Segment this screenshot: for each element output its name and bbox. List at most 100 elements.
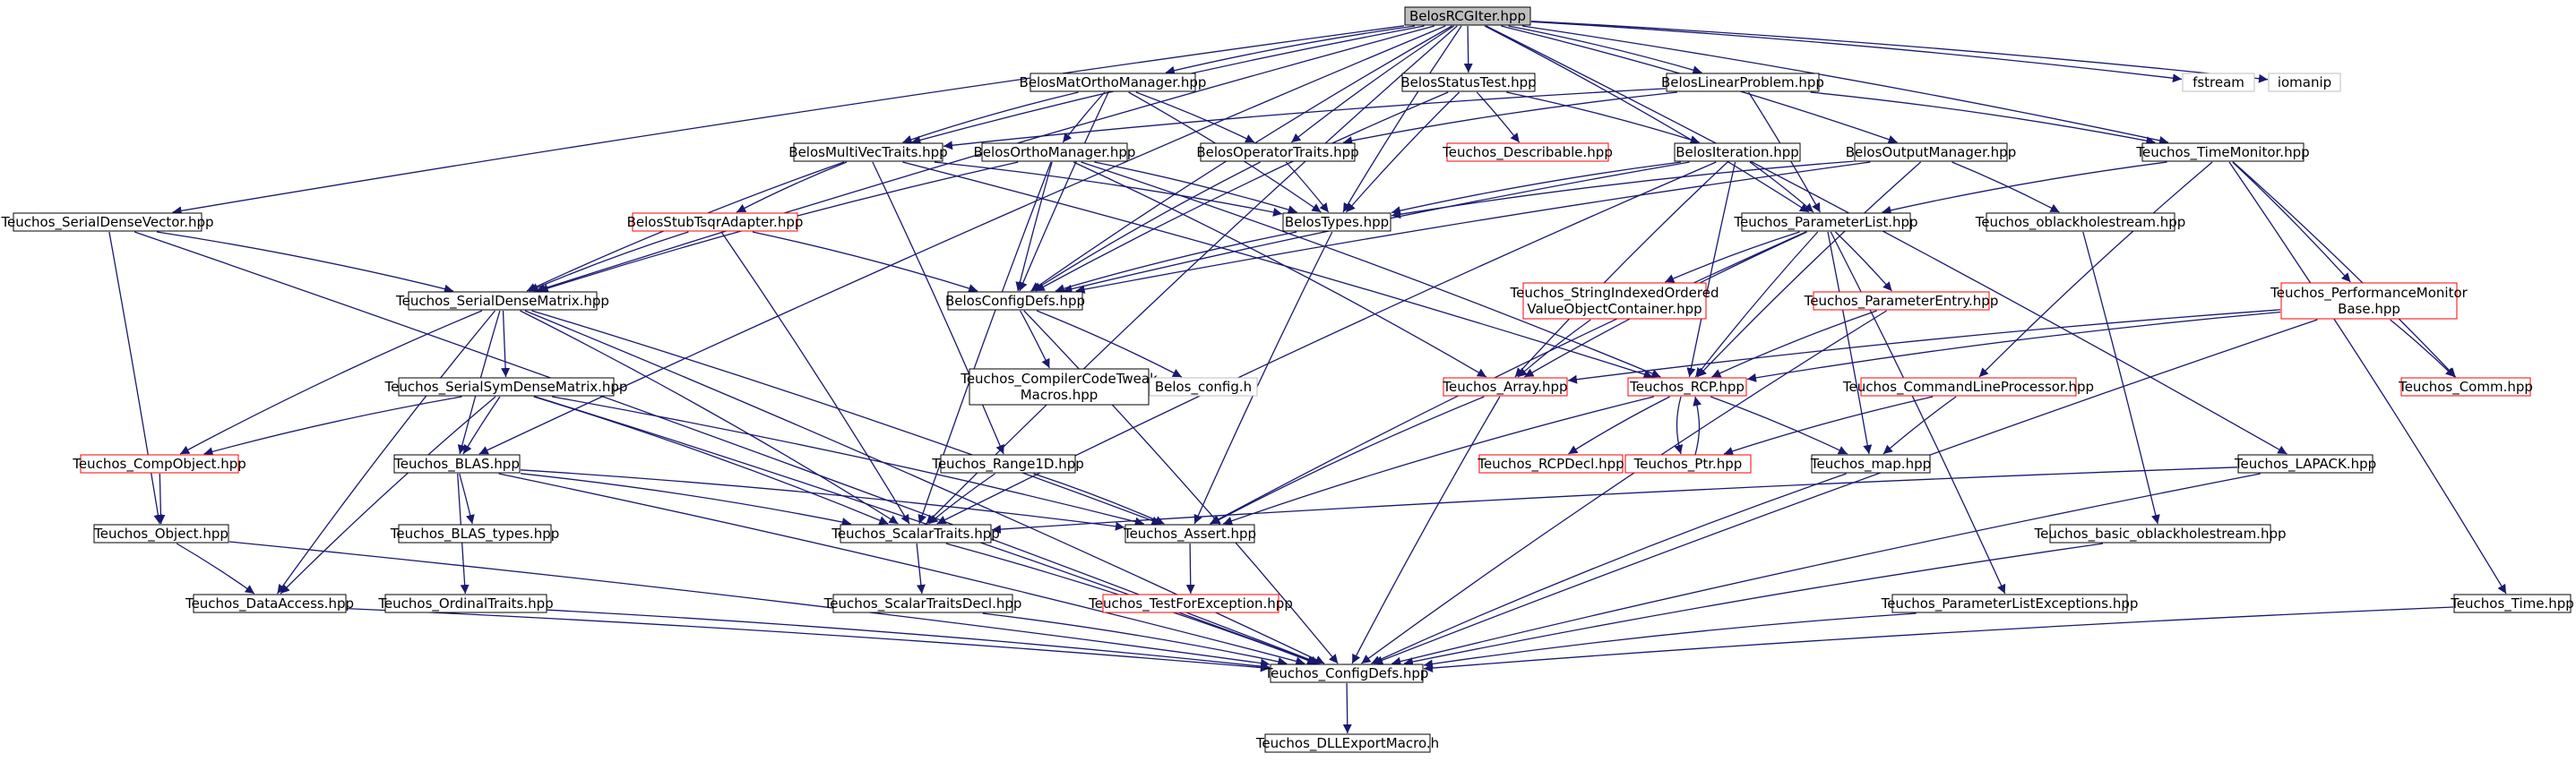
node-Teuchos_ParameterEntry[interactable]: Teuchos_ParameterEntry.hpp	[1804, 291, 1999, 311]
edge-Teuchos_ParameterList-to-Teuchos_map	[1827, 231, 1873, 455]
node-box	[398, 524, 552, 544]
node-Teuchos_TimeMonitor[interactable]: Teuchos_TimeMonitor.hpp	[2135, 142, 2310, 162]
node-Teuchos_SerialSymDenseMatrix[interactable]: Teuchos_SerialSymDenseMatrix.hpp	[384, 377, 628, 397]
edge-Teuchos_Range1D-to-Teuchos_Assert	[1033, 473, 1165, 525]
node-Teuchos_RCP[interactable]: Teuchos_RCP.hpp	[1627, 377, 1747, 397]
edge-Teuchos_SerialSymDenseMatrix-to-Teuchos_BLAS	[462, 396, 501, 455]
node-BelosStubTsqrAdapter[interactable]: BelosStubTsqrAdapter.hpp	[627, 212, 804, 232]
node-Teuchos_ConfigDefs[interactable]: Teuchos_ConfigDefs.hpp	[1264, 664, 1429, 683]
node-label: Teuchos_Describable.hpp	[1442, 144, 1613, 161]
edge-Teuchos_CommandLineProcessor-to-Teuchos_map	[1882, 396, 1957, 455]
node-Teuchos_oblackholestream[interactable]: Teuchos_oblackholestream.hpp	[1975, 212, 2186, 232]
node-box	[940, 454, 1076, 474]
node-Teuchos_Assert[interactable]: Teuchos_Assert.hpp	[1123, 524, 1256, 544]
node-label: Teuchos_Assert.hpp	[1123, 526, 1256, 543]
node-box	[793, 142, 943, 162]
node-Teuchos_BLAS_types[interactable]: Teuchos_BLAS_types.hpp	[390, 524, 560, 544]
edge-Teuchos_BLAS-to-Teuchos_ScalarTraits	[520, 473, 851, 527]
node-BelosConfigDefs[interactable]: BelosConfigDefs.hpp	[945, 291, 1085, 311]
edge-BelosMultiVecTraits-to-Teuchos_Range1D	[872, 161, 1004, 455]
edge-BelosStatusTest-to-BelosIteration	[1506, 91, 1700, 144]
node-BelosOperatorTraits[interactable]: BelosOperatorTraits.hpp	[1196, 142, 1359, 162]
node-Teuchos_CompObject[interactable]: Teuchos_CompObject.hpp	[72, 454, 246, 474]
node-Teuchos_ScalarTraits[interactable]: Teuchos_ScalarTraits.hpp	[831, 524, 1000, 544]
edge-Teuchos_Array-to-Teuchos_Assert	[1210, 396, 1485, 525]
node-Teuchos_Object[interactable]: Teuchos_Object.hpp	[93, 524, 229, 544]
node-box	[1522, 282, 1707, 320]
node-box	[13, 212, 202, 232]
node-box	[832, 594, 1013, 613]
node-Teuchos_OrdinalTraits[interactable]: Teuchos_OrdinalTraits.hpp	[377, 594, 554, 613]
edge-layer	[108, 20, 2507, 734]
edge-Teuchos_LAPACK-to-Teuchos_ConfigDefs	[1391, 473, 2261, 666]
node-BelosRCGIter[interactable]: BelosRCGIter.hpp	[1404, 6, 1531, 26]
node-Teuchos_map[interactable]: Teuchos_map.hpp	[1810, 454, 1931, 474]
edge-BelosMatOrthoManager-to-BelosConfigDefs	[1019, 91, 1109, 292]
edge-BelosConfigDefs-to-Teuchos_CompilerCodeTweakMacros	[1020, 310, 1050, 369]
edge-BelosOperatorTraits-to-BelosTypes	[1285, 161, 1330, 213]
node-Teuchos_LAPACK[interactable]: Teuchos_LAPACK.hpp	[2234, 454, 2376, 474]
edge-BelosRCGIter-to-BelosStatusTest	[1463, 25, 1473, 73]
node-Teuchos_CommandLineProcessor[interactable]: Teuchos_CommandLineProcessor.hpp	[1842, 377, 2094, 397]
edge-Teuchos_PerformanceMonitorBase-to-Teuchos_ConfigDefs	[1373, 319, 2318, 665]
node-Teuchos_Time[interactable]: Teuchos_Time.hpp	[2450, 594, 2574, 613]
node-BelosMultiVecTraits[interactable]: BelosMultiVecTraits.hpp	[788, 142, 948, 162]
node-BelosOutputManager[interactable]: BelosOutputManager.hpp	[1846, 142, 2016, 162]
node-Teuchos_Array[interactable]: Teuchos_Array.hpp	[1442, 377, 1568, 397]
edge-Teuchos_RCP-to-Teuchos_Ptr	[1674, 396, 1684, 455]
node-Teuchos_SerialDenseVector[interactable]: Teuchos_SerialDenseVector.hpp	[0, 212, 214, 232]
node-Teuchos_Range1D[interactable]: Teuchos_Range1D.hpp	[931, 454, 1084, 474]
node-box	[1624, 454, 1752, 474]
edge-BelosRCGIter-to-iomanip	[1530, 20, 2269, 83]
node-BelosIteration[interactable]: BelosIteration.hpp	[1674, 142, 1801, 162]
node-label: Teuchos_Range1D.hpp	[931, 456, 1084, 473]
edge-BelosMatOrthoManager-to-BelosMultiVecTraits	[902, 91, 1079, 144]
node-Teuchos_Describable[interactable]: Teuchos_Describable.hpp	[1442, 142, 1613, 162]
node-label: Teuchos_CompilerCodeTweak	[960, 371, 1158, 388]
node-box	[93, 524, 229, 544]
edge-BelosIteration-to-Teuchos_Array	[1514, 161, 1728, 378]
node-Teuchos_DataAccess[interactable]: Teuchos_DataAccess.hpp	[185, 594, 354, 613]
edge-Teuchos_PerformanceMonitorBase-to-Teuchos_RCP	[1746, 311, 2281, 382]
node-Teuchos_ScalarTraitsDecl[interactable]: Teuchos_ScalarTraitsDecl.hpp	[823, 594, 1022, 613]
edge-Teuchos_SerialDenseMatrix-to-Teuchos_DataAccess	[276, 310, 496, 595]
node-Teuchos_Ptr[interactable]: Teuchos_Ptr.hpp	[1624, 454, 1752, 474]
node-Teuchos_DLLExportMacro[interactable]: Teuchos_DLLExportMacro.h	[1255, 733, 1439, 753]
node-box	[193, 594, 347, 613]
node-BelosTypes[interactable]: BelosTypes.hpp	[1282, 212, 1391, 232]
edge-BelosConfigDefs-to-Teuchos_ConfigDefs	[1023, 310, 1339, 664]
node-Teuchos_TestForException[interactable]: Teuchos_TestForException.hpp	[1088, 594, 1293, 613]
node-label: Teuchos_basic_oblackholestream.hpp	[2034, 526, 2287, 543]
node-Teuchos_ParameterListExceptions[interactable]: Teuchos_ParameterListExceptions.hpp	[1881, 594, 2139, 613]
node-label: Teuchos_SerialDenseMatrix.hpp	[395, 293, 609, 310]
node-Teuchos_basic_oblackholestream[interactable]: Teuchos_basic_oblackholestream.hpp	[2034, 524, 2287, 544]
node-Teuchos_BLAS[interactable]: Teuchos_BLAS.hpp	[393, 454, 521, 474]
node-box	[1446, 142, 1609, 162]
edge-Teuchos_TimeMonitor-to-Teuchos_ParameterList	[1882, 161, 2167, 215]
node-Teuchos_SerialDenseMatrix[interactable]: Teuchos_SerialDenseMatrix.hpp	[395, 291, 609, 311]
node-box	[969, 368, 1150, 406]
node-Teuchos_StringIndexed[interactable]: Teuchos_StringIndexedOrderedValueObjectC…	[1510, 282, 1719, 320]
node-BelosOrthoManager[interactable]: BelosOrthoManager.hpp	[974, 142, 1136, 162]
node-BelosLinearProblem[interactable]: BelosLinearProblem.hpp	[1661, 73, 1824, 92]
node-Teuchos_Comm[interactable]: Teuchos_Comm.hpp	[2398, 377, 2533, 397]
edge-BelosIteration-to-Teuchos_ParameterList	[1749, 161, 1814, 213]
node-label: Teuchos_ScalarTraits.hpp	[831, 526, 1000, 543]
node-label: Teuchos_Object.hpp	[93, 526, 228, 543]
node-label: Teuchos_DataAccess.hpp	[185, 595, 354, 612]
node-label: Teuchos_RCPDecl.hpp	[1477, 456, 1624, 473]
node-BelosMatOrthoManager[interactable]: BelosMatOrthoManager.hpp	[1020, 73, 1207, 92]
edge-BelosOutputManager-to-BelosConfigDefs	[1075, 161, 1871, 295]
node-Teuchos_RCPDecl[interactable]: Teuchos_RCPDecl.hpp	[1477, 454, 1624, 474]
node-box	[2237, 454, 2374, 474]
node-Teuchos_ParameterList[interactable]: Teuchos_ParameterList.hpp	[1733, 212, 1918, 232]
edge-Teuchos_Time-to-Teuchos_ConfigDefs	[1423, 606, 2454, 673]
node-box	[1666, 73, 1820, 92]
node-label: BelosOrthoManager.hpp	[974, 144, 1136, 160]
edge-Teuchos_RCP-to-Teuchos_RCPDecl	[1568, 396, 1670, 455]
edge-Teuchos_BLAS-to-Teuchos_BLAS_types	[459, 473, 475, 525]
edge-Teuchos_Object-to-Teuchos_ConfigDefs	[228, 541, 1271, 668]
node-BelosStatusTest[interactable]: BelosStatusTest.hpp	[1400, 73, 1537, 92]
